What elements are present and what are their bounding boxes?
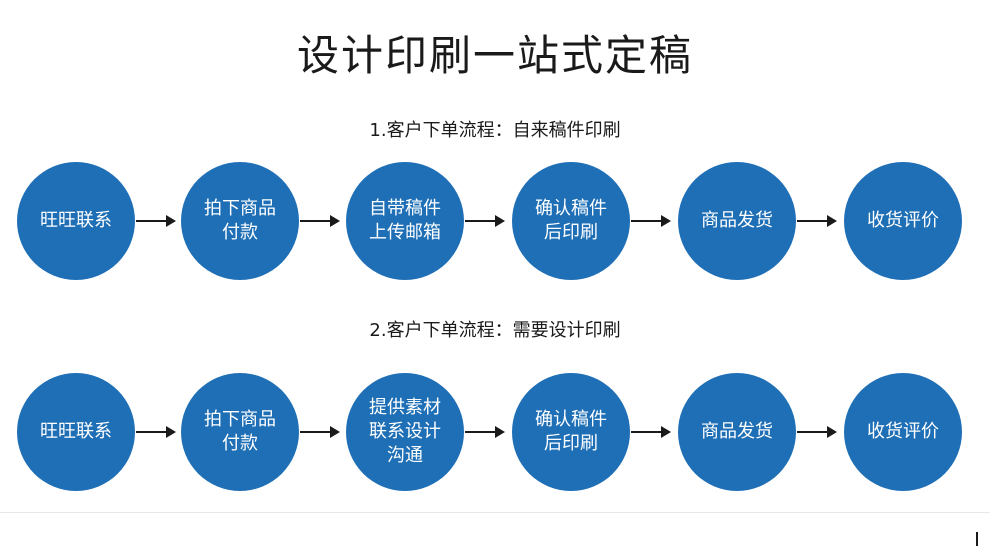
step-text-line: 旺旺联系: [40, 421, 112, 442]
edge-mark: [976, 532, 978, 546]
flow-arrow: [300, 425, 340, 439]
flow-arrow: [465, 214, 505, 228]
flow-1-step-2: 拍下商品 付款: [181, 162, 299, 280]
step-text-line: 自带稿件: [369, 198, 441, 219]
flow-1-step-1: 旺旺联系: [17, 162, 135, 280]
flow-1-row: 旺旺联系 拍下商品 付款 自带稿件 上传邮箱 确认稿件 后印刷 商品发货 收货评…: [0, 162, 990, 280]
step-text-line: 拍下商品: [204, 198, 276, 219]
step-text-line: 提供素材: [369, 397, 441, 418]
flow-arrow: [465, 425, 505, 439]
flow-2-step-5: 商品发货: [678, 373, 796, 491]
flow-1-step-3: 自带稿件 上传邮箱: [346, 162, 464, 280]
step-text-line: 收货评价: [867, 421, 939, 442]
flow-arrow: [797, 425, 837, 439]
step-text-line: 付款: [222, 222, 258, 243]
page-title: 设计印刷一站式定稿: [296, 31, 693, 80]
step-text-line: 联系设计: [369, 421, 441, 442]
flow-arrow: [631, 214, 671, 228]
flow-2-step-4: 确认稿件 后印刷: [512, 373, 630, 491]
flow-2-step-2: 拍下商品 付款: [181, 373, 299, 491]
flow-arrow: [631, 425, 671, 439]
step-text-line: 确认稿件: [535, 198, 607, 219]
step-text-line: 付款: [222, 433, 258, 454]
flow-2-step-1: 旺旺联系: [17, 373, 135, 491]
step-text-line: 上传邮箱: [369, 222, 441, 243]
step-text-line: 后印刷: [544, 433, 598, 454]
flow-2-step-3: 提供素材 联系设计 沟通: [346, 373, 464, 491]
flow-arrow: [797, 214, 837, 228]
flow-arrow: [300, 214, 340, 228]
step-text-line: 确认稿件: [535, 409, 607, 430]
flow-1-step-5: 商品发货: [678, 162, 796, 280]
flow-arrow: [136, 425, 176, 439]
flow-1-step-4: 确认稿件 后印刷: [512, 162, 630, 280]
flow-arrow: [136, 214, 176, 228]
step-text-line: 后印刷: [544, 222, 598, 243]
flow-1-step-6: 收货评价: [844, 162, 962, 280]
step-text-line: 沟通: [387, 445, 423, 466]
step-text-line: 拍下商品: [204, 409, 276, 430]
step-text-line: 收货评价: [867, 210, 939, 231]
step-text-line: 商品发货: [701, 210, 773, 231]
step-text-line: 商品发货: [701, 421, 773, 442]
bottom-divider: [0, 512, 990, 513]
flow-2-heading: 2.客户下单流程：需要设计印刷: [369, 320, 621, 341]
flow-2-row: 旺旺联系 拍下商品 付款 提供素材 联系设计 沟通 确认稿件 后印刷 商品发货 …: [0, 373, 990, 491]
flow-1-heading: 1.客户下单流程：自来稿件印刷: [369, 120, 621, 141]
step-text-line: 旺旺联系: [40, 210, 112, 231]
flow-2-step-6: 收货评价: [844, 373, 962, 491]
